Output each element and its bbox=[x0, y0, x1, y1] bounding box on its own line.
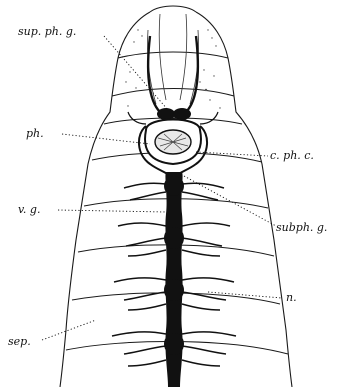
cerebral-ganglion bbox=[148, 36, 198, 120]
stipple-shading bbox=[125, 29, 220, 108]
leader-v-g bbox=[58, 210, 166, 212]
head-folds bbox=[147, 14, 198, 104]
leader-lines bbox=[42, 36, 282, 340]
label-sep: sep. bbox=[8, 336, 31, 347]
ventral-nerve-cord bbox=[164, 172, 184, 387]
pharynx bbox=[128, 112, 218, 176]
label-subph-g: subph. g. bbox=[276, 222, 327, 233]
leader-ph bbox=[62, 134, 150, 144]
leader-sep bbox=[42, 320, 96, 340]
label-v-g: v. g. bbox=[18, 204, 40, 215]
leader-sup-ph-g bbox=[104, 36, 168, 110]
label-c-ph-c: c. ph. c. bbox=[270, 150, 314, 161]
label-n: n. bbox=[286, 292, 297, 303]
label-ph: ph. bbox=[26, 128, 44, 139]
label-sup-ph-g: sup. ph. g. bbox=[18, 26, 76, 37]
